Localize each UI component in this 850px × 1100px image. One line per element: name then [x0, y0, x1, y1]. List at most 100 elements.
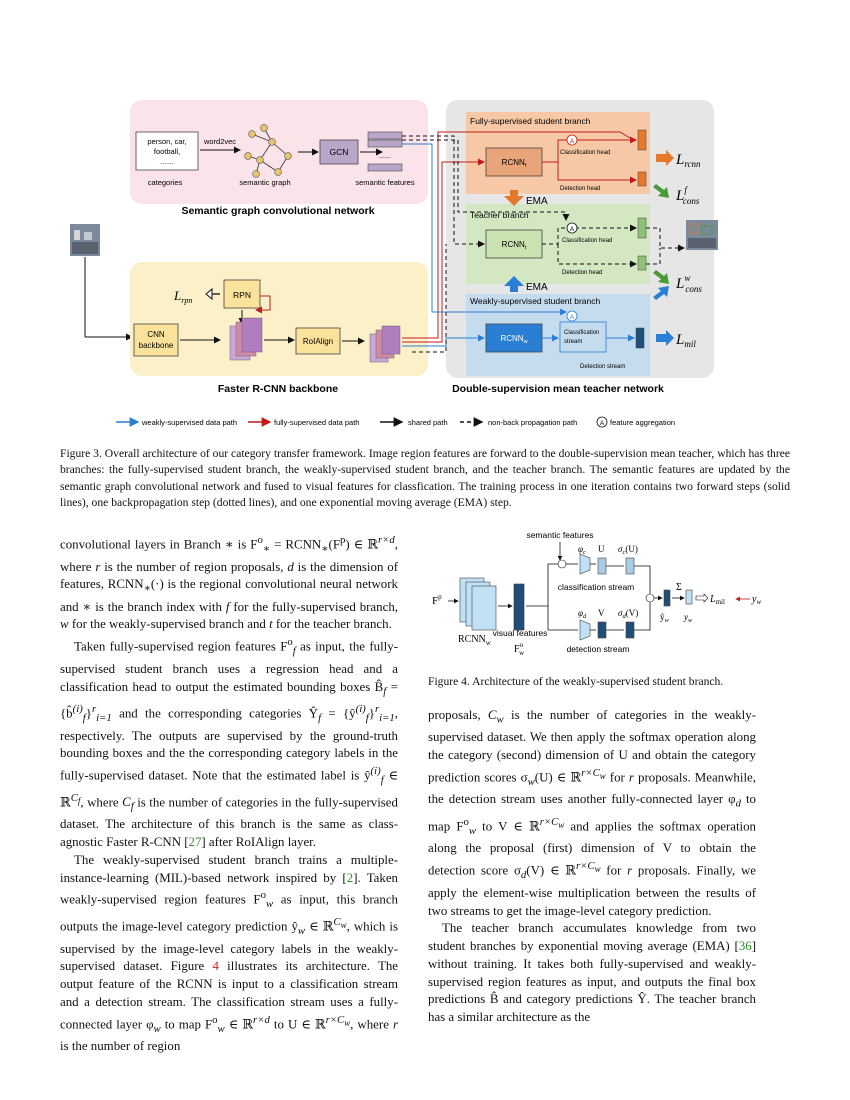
fig4-sum: Σ — [676, 582, 682, 593]
input-image — [70, 224, 100, 256]
cls-stream-box — [559, 321, 607, 353]
right-column: proposals, Cw is the number of categorie… — [428, 707, 756, 1027]
legend-weak: weakly-supervised data path — [141, 418, 237, 427]
figure-4-weak-branch: semantic features Fp RCNNw visual featur… — [432, 530, 761, 657]
cls-stream-label-2: stream — [564, 339, 582, 345]
fig4-ytilde: yw — [683, 612, 693, 624]
semantic-gcn-panel — [130, 100, 428, 204]
cls-stream-label-1: Classification — [564, 330, 599, 336]
gcn-box — [319, 139, 359, 165]
cnn-label-2: backbone — [139, 341, 174, 350]
agg-icon-fully-letter: A — [570, 138, 575, 145]
semantic-gcn-title: Semantic graph convolutional network — [181, 205, 374, 217]
ema-bottom: EMA — [526, 282, 548, 293]
categories-label: categories — [148, 178, 183, 187]
figure-3-architecture: person, car, football, ...... categories… — [70, 100, 718, 428]
fig4-sigma-d-bar — [625, 621, 635, 639]
rpn-box — [223, 279, 261, 309]
rpn-label: RPN — [233, 290, 251, 300]
det-stream-label: Detection stream — [580, 364, 625, 370]
ema-top: EMA — [526, 196, 548, 207]
agg-icon-weak — [566, 310, 578, 322]
semantic-graph — [244, 124, 292, 178]
fig4-lmil: Lmil — [709, 594, 725, 606]
roialign-label: RoIAlign — [303, 337, 333, 346]
fully-branch-title: Fully-supervised student branch — [470, 116, 591, 126]
fig4-phi-d: φd — [578, 608, 587, 620]
semantic-dots: ...... — [379, 153, 391, 160]
legend-fully: fully-supervised data path — [274, 418, 359, 427]
rcnn-t-box — [485, 229, 543, 259]
citation-27[interactable]: 27 — [188, 835, 202, 850]
categories-box-line-2: football, — [154, 147, 180, 156]
gcn-label: GCN — [330, 147, 349, 157]
fig4-classification-stream: classification stream — [558, 582, 635, 592]
l-rcnn-loss: Lrcnn — [675, 152, 701, 169]
roi-feature-stack — [369, 325, 401, 363]
left-paragraph-3: The weakly-supervised student branch tra… — [60, 852, 399, 1054]
feature-map-stack — [229, 317, 263, 361]
cnn-backbone-box — [133, 323, 179, 357]
l-rpn-loss: Lrpn — [173, 288, 192, 305]
teacher-network-title: Double-supervision mean teacher network — [452, 383, 664, 395]
agg-icon-weak-letter: A — [570, 314, 575, 321]
cnn-label-1: CNN — [147, 330, 165, 339]
faster-rcnn-panel — [130, 262, 428, 376]
left-paragraph-1: convolutional layers in Branch ∗ is Fo∗ … — [60, 534, 399, 632]
det-head-fully: Detection head — [560, 186, 600, 192]
fig4-v: V — [598, 608, 605, 618]
output-image — [686, 220, 718, 250]
left-paragraph-2: Taken fully-supervised region features F… — [60, 636, 398, 850]
legend-nonback: non-back propagation path — [488, 418, 577, 427]
figure-4-caption: Figure 4. Architecture of the weakly-sup… — [428, 675, 724, 688]
legend-agg: feature aggregation — [610, 418, 675, 427]
figure-4-ref[interactable]: 4 — [212, 959, 219, 974]
l-mil-loss: Lmil — [675, 332, 696, 349]
roialign-box — [295, 327, 341, 355]
fig4-detection-stream: detection stream — [567, 644, 630, 654]
fig4-fp: Fp — [432, 593, 442, 607]
fig4-rcnnw-stack — [459, 577, 497, 631]
semantic-feature-bar-2 — [367, 139, 403, 148]
semantic-graph-label: semantic graph — [239, 178, 290, 187]
det-head-teacher: Detection head — [562, 270, 602, 276]
fig4-visual-feature-bar — [513, 583, 525, 631]
fig4-sigma-c: σc(U) — [618, 544, 638, 556]
fig4-semantic-features: semantic features — [526, 530, 593, 540]
fig4-agg-icon — [557, 559, 567, 569]
rcnn-f-label: RCNNf — [502, 158, 527, 169]
word2vec-label: word2vec — [203, 137, 236, 146]
fig4-phi-c: φc — [578, 544, 586, 556]
fig4-phi-c-block — [579, 553, 591, 575]
rcnn-t-label: RCNNt — [502, 240, 527, 251]
teacher-branch-title: Teacher branch — [470, 210, 529, 220]
rcnn-w-label: RCNNw — [500, 334, 527, 345]
faster-rcnn-title: Faster R-CNN backbone — [218, 383, 338, 395]
cls-head-teacher: Classification head — [562, 238, 612, 244]
semantic-features-label: semantic features — [355, 178, 414, 187]
semantic-feature-bar-3 — [367, 163, 403, 172]
fig4-visual-features: visual features — [493, 628, 548, 638]
categories-box-line-1: person, car, — [147, 137, 186, 146]
right-paragraph-1: proposals, Cw is the number of categorie… — [428, 708, 757, 918]
fig4-u: U — [598, 544, 605, 554]
fig4-yhat-bar — [663, 589, 671, 607]
fig4-sigma-d: σd(V) — [618, 608, 638, 620]
categories-box — [135, 131, 199, 171]
citation-2[interactable]: 2 — [346, 870, 354, 885]
fig4-u-bar — [597, 557, 607, 575]
fig4-sigma-c-bar — [625, 557, 635, 575]
citation-36[interactable]: 36 — [738, 939, 752, 954]
categories-box-line-3: ...... — [161, 157, 174, 166]
agg-icon-fully — [566, 134, 578, 146]
rcnn-w-box — [485, 323, 543, 353]
rcnn-f-box — [485, 147, 543, 177]
right-paragraph-2: The teacher branch accumulates knowledge… — [428, 921, 756, 1025]
cls-head-fully: Classification head — [560, 150, 610, 156]
left-column: convolutional layers in Branch ∗ is Fo∗ … — [60, 532, 398, 1056]
fig4-multiply-icon — [645, 593, 655, 603]
legend-agg-icon — [596, 416, 608, 428]
